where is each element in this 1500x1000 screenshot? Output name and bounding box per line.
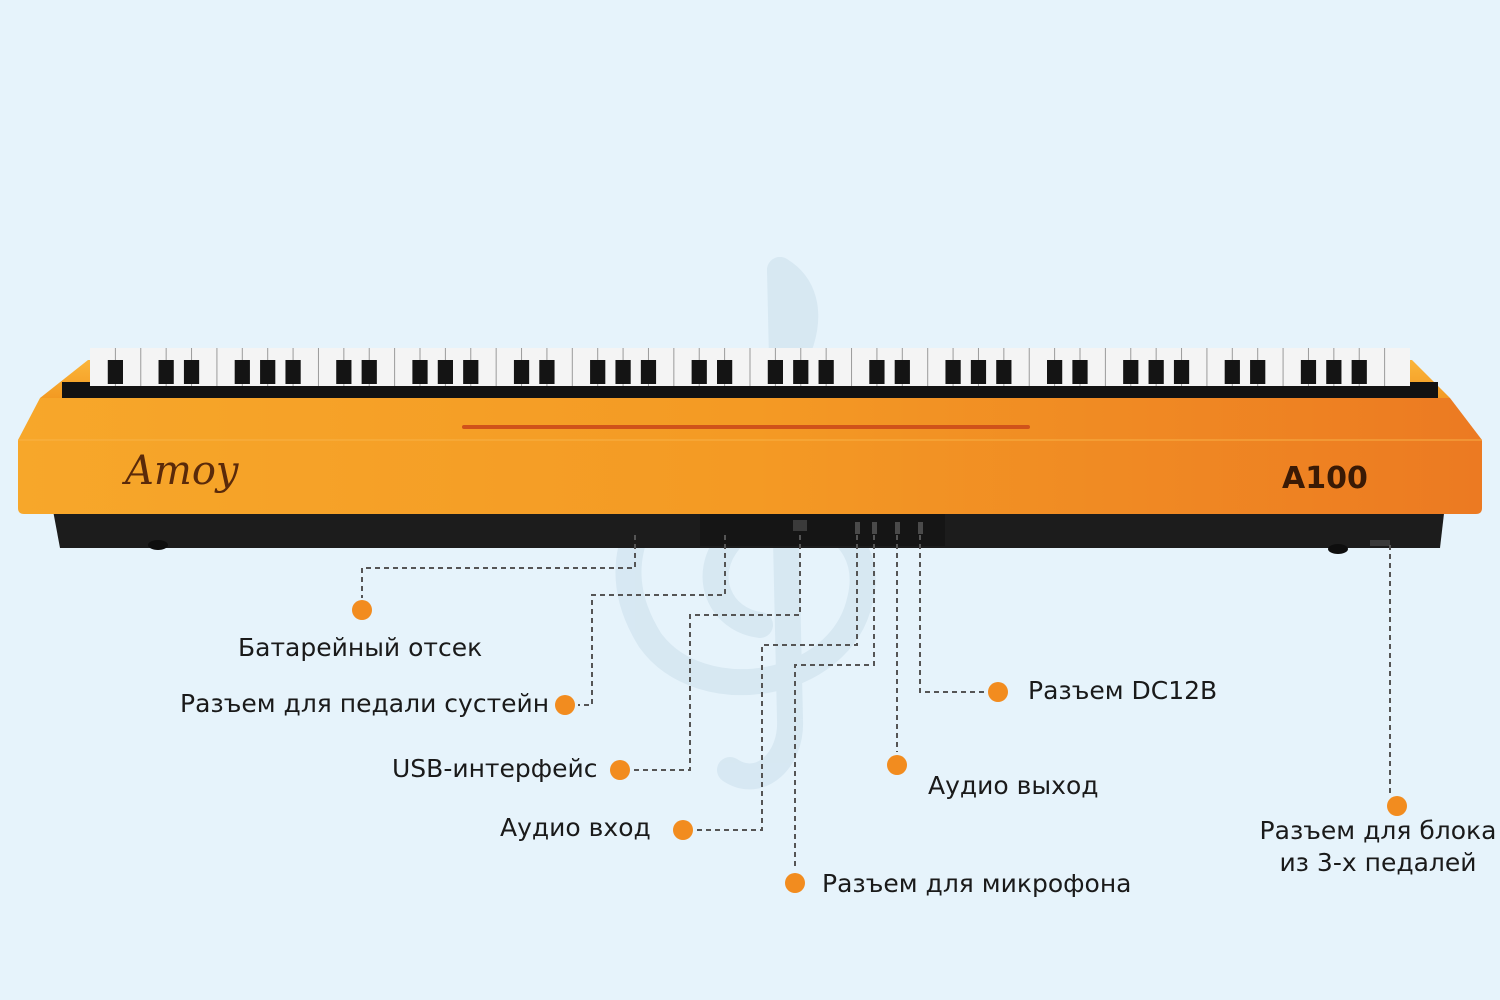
callout-microphone: Разъем для микрофона	[822, 869, 1132, 898]
black-key	[818, 360, 834, 384]
black-key	[640, 360, 657, 384]
black-key	[513, 360, 530, 384]
black-key	[996, 360, 1012, 384]
keyboard-foot-right	[1328, 544, 1348, 554]
leader-audio-in	[695, 535, 858, 831]
dot-audio-out	[887, 755, 907, 775]
leader-sustain	[578, 535, 726, 706]
black-key	[869, 360, 885, 384]
keyboard-front-panel	[18, 398, 1482, 514]
keyboard: Amoy A100	[18, 348, 1482, 554]
black-key	[615, 360, 631, 384]
black-key	[1250, 360, 1266, 384]
jack-1	[855, 522, 860, 534]
black-key	[463, 360, 479, 384]
dot-sustain	[555, 695, 575, 715]
black-key	[894, 360, 910, 384]
black-key	[1072, 360, 1088, 384]
callout-dc: Разъем DC12В	[1028, 676, 1218, 705]
leader-lines	[361, 535, 1391, 870]
black-key	[590, 360, 606, 384]
pedal-block-port	[1370, 540, 1390, 546]
black-key	[183, 360, 200, 384]
leader-microphone	[794, 535, 875, 870]
callout-pedal-block: Разъем для блока из 3-х педалей	[1258, 816, 1498, 878]
brand-logo: Amoy	[121, 448, 240, 494]
callout-audio-in: Аудио вход	[500, 813, 651, 842]
black-key	[539, 360, 555, 384]
black-keys	[107, 360, 1367, 384]
dot-battery	[352, 600, 372, 620]
black-key	[767, 360, 783, 384]
black-key	[1123, 360, 1139, 384]
model-label: A100	[1282, 461, 1368, 496]
jack-4	[918, 522, 923, 534]
black-key	[1148, 360, 1164, 384]
black-key	[234, 360, 250, 384]
black-key	[260, 360, 276, 384]
callout-pedal-block-line2: из 3-х педалей	[1279, 848, 1477, 877]
callout-usb: USB-интерфейс	[392, 754, 598, 783]
black-key	[412, 360, 428, 384]
dot-audio-in	[673, 820, 693, 840]
black-key	[945, 360, 961, 384]
key-bed	[62, 382, 1438, 402]
black-key	[1173, 360, 1190, 384]
black-key	[1224, 360, 1240, 384]
callout-battery: Батарейный отсек	[238, 633, 483, 662]
callout-audio-out: Аудио выход	[928, 771, 1099, 800]
callout-dots	[352, 600, 1407, 893]
black-key	[691, 360, 707, 384]
front-accent-stripe	[462, 425, 1030, 429]
black-key	[1300, 360, 1317, 384]
callout-sustain-pedal: Разъем для педали сустейн	[180, 689, 550, 718]
leader-dc	[919, 535, 985, 693]
keyboard-foot-left	[148, 540, 168, 550]
black-key	[717, 360, 733, 384]
black-key	[285, 360, 301, 384]
dot-usb	[610, 760, 630, 780]
black-key	[336, 360, 352, 384]
dot-pedal-block	[1387, 796, 1407, 816]
black-key	[437, 360, 453, 384]
black-key	[361, 360, 377, 384]
black-key	[1326, 360, 1342, 384]
black-key	[107, 360, 123, 384]
jack-2	[872, 522, 877, 534]
dot-microphone	[785, 873, 805, 893]
connector-panel	[700, 512, 945, 546]
leader-usb	[633, 535, 801, 771]
black-key	[1047, 360, 1063, 384]
black-key	[793, 360, 809, 384]
black-key	[1351, 360, 1367, 384]
usb-port	[793, 520, 807, 531]
jack-3	[895, 522, 900, 534]
callout-pedal-block-line1: Разъем для блока	[1259, 816, 1497, 845]
black-key	[158, 360, 174, 384]
black-key	[970, 360, 987, 384]
dot-dc	[988, 682, 1008, 702]
